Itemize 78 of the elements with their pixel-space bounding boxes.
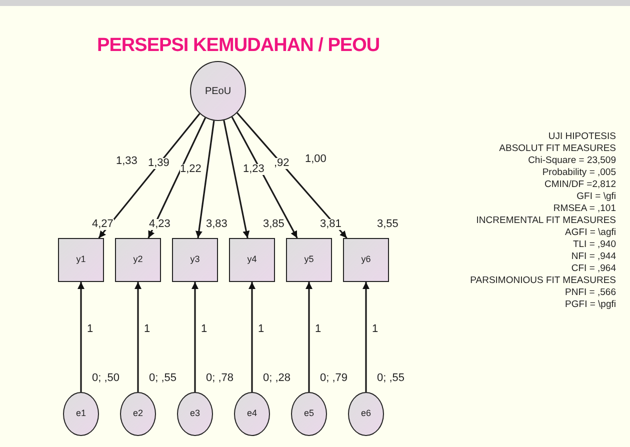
node-label: PEoU — [204, 84, 232, 98]
arrow — [231, 116, 298, 238]
arrow — [98, 113, 200, 238]
observed-variable-box — [229, 238, 275, 282]
edge-label: 1,23 — [243, 164, 264, 175]
fit-measure-text: TLI = ,940 — [572, 239, 616, 251]
node-label: e3 — [190, 407, 200, 420]
edge-label: 1 — [87, 324, 94, 335]
arrow — [306, 282, 312, 392]
estimate-label: 0; ,28 — [262, 373, 292, 384]
node-label: e4 — [246, 407, 257, 420]
edge-label: 1 — [144, 324, 150, 335]
estimate-label: 0; ,55 — [148, 373, 178, 384]
arrow — [192, 282, 198, 392]
node-label: y6 — [361, 253, 371, 266]
latent-variable-ellipse — [63, 392, 99, 436]
node-label: y1 — [76, 253, 86, 266]
node-label: y5 — [304, 253, 314, 266]
node-label: e6 — [360, 407, 371, 420]
arrow — [195, 120, 215, 238]
estimate-label: 3,81 — [319, 219, 342, 230]
fit-measure-text: NFI = ,944 — [571, 251, 616, 263]
arrow — [223, 120, 250, 238]
fit-measure-text: INCREMENTAL FIT MEASURES — [476, 215, 616, 227]
estimate-label: 0; ,78 — [205, 373, 235, 384]
latent-variable-ellipse — [190, 61, 246, 121]
latent-variable-ellipse — [348, 392, 384, 436]
arrow — [236, 112, 348, 239]
estimate-label: 4,23 — [148, 219, 172, 230]
fit-measure-text: CFI = ,964 — [571, 263, 616, 275]
arrow — [248, 282, 256, 392]
arrow — [362, 282, 370, 392]
edge-label: 1 — [315, 324, 322, 335]
arrow — [148, 117, 206, 238]
fit-measure-text: PARSIMONIOUS FIT MEASURES — [470, 275, 616, 287]
estimate-label: 3,55 — [376, 219, 400, 230]
edge-label: 1,33 — [116, 156, 138, 167]
estimate-label: 0; ,50 — [91, 373, 121, 384]
edge-label: 1 — [372, 324, 378, 335]
fit-measure-text: GFI = \gfi — [576, 191, 616, 203]
estimate-label: 0; ,55 — [376, 373, 406, 384]
fit-measure-text: Chi-Square = 23,509 — [528, 155, 616, 167]
estimate-label: 4,27 — [91, 219, 114, 230]
arrow — [78, 282, 84, 392]
fit-measure-text: Probability = ,005 — [542, 167, 616, 179]
fit-measure-text: CMIN/DF =2,812 — [544, 179, 616, 191]
edge-label: 1 — [258, 324, 264, 335]
fit-measure-text: ABSOLUT FIT MEASURES — [499, 143, 616, 155]
node-label: e2 — [132, 407, 143, 420]
estimate-label: 3,83 — [205, 219, 228, 230]
observed-variable-box — [115, 238, 161, 282]
estimate-label: 0; ,79 — [319, 373, 349, 384]
observed-variable-box — [343, 238, 389, 282]
fit-measure-text: PNFI = ,566 — [565, 287, 616, 299]
edge-label: 1,39 — [148, 158, 170, 169]
edge-label: ,92 — [274, 158, 290, 169]
diagram-title: PERSEPSI KEMUDAHAN / PEOU — [97, 34, 380, 58]
observed-variable-box — [286, 238, 332, 282]
node-label: y3 — [190, 253, 200, 266]
latent-variable-ellipse — [291, 392, 327, 436]
node-label: e1 — [76, 407, 86, 420]
node-label: e5 — [304, 407, 314, 420]
node-label: y4 — [247, 253, 257, 266]
edge-label: 1,22 — [180, 164, 202, 175]
fit-measure-text: UJI HIPOTESIS — [548, 131, 616, 143]
latent-variable-ellipse — [177, 392, 213, 436]
observed-variable-box — [58, 238, 104, 282]
node-label: y2 — [133, 253, 143, 266]
edge-label: 1,00 — [305, 154, 326, 165]
observed-variable-box — [172, 238, 218, 282]
estimate-label: 3,85 — [262, 219, 286, 230]
arrow — [134, 282, 142, 392]
fit-measure-text: PGFI = \pgfi — [565, 299, 616, 311]
fit-measure-text: RMSEA = ,101 — [553, 203, 616, 215]
latent-variable-ellipse — [120, 392, 156, 436]
edge-label: 1 — [201, 324, 208, 335]
latent-variable-ellipse — [234, 392, 270, 436]
fit-measure-text: AGFI = \agfi — [565, 227, 616, 239]
